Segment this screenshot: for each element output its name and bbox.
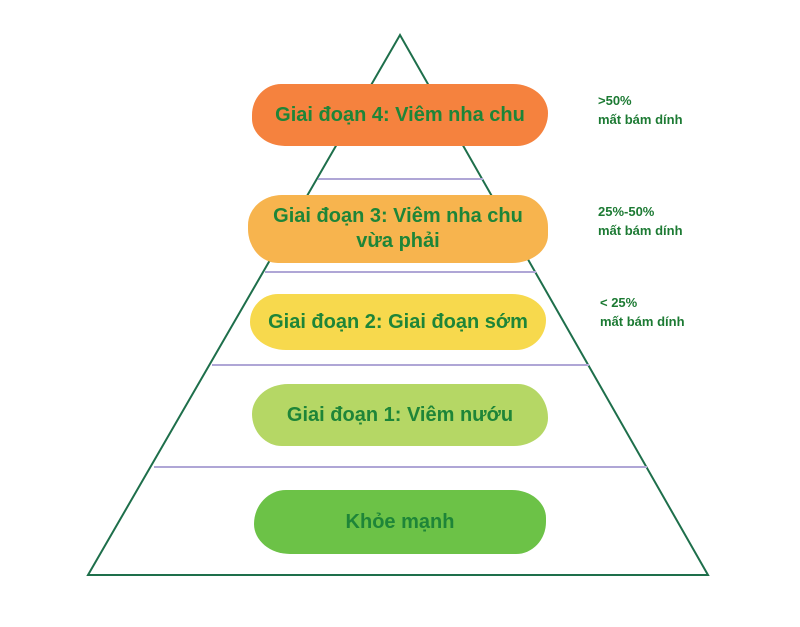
annotation-stage3-line1: 25%-50%	[598, 204, 655, 219]
pyramid-level-healthy-label: Khỏe mạnh	[345, 510, 455, 533]
annotation-stage3-line2: mất bám dính	[598, 222, 683, 238]
annotation-stage4-line1: >50%	[598, 93, 632, 108]
pyramid-level-stage3-label: Giai đoạn 3: Viêm nha chu vừa phải	[273, 205, 523, 252]
pyramid-level-healthy-pill: Khỏe mạnh	[254, 490, 546, 554]
pyramid-level-stage4-label: Giai đoạn 4: Viêm nha chu	[275, 103, 525, 126]
annotation-stage3-attachment-loss: 25%-50% mất bám dính	[598, 203, 683, 241]
annotation-stage2-line2: mất bám dính	[600, 313, 685, 329]
annotation-stage2-attachment-loss: < 25% mất bám dính	[600, 294, 685, 332]
pyramid-level-stage2-label: Giai đoạn 2: Giai đoạn sớm	[268, 310, 528, 333]
pyramid-level-stage4-pill: Giai đoạn 4: Viêm nha chu	[252, 84, 548, 146]
pyramid-level-stage1-label: Giai đoạn 1: Viêm nướu	[286, 403, 514, 426]
pyramid-level-stage3-pill: Giai đoạn 3: Viêm nha chu vừa phải	[248, 195, 548, 263]
pyramid-level-stage1-pill: Giai đoạn 1: Viêm nướu	[252, 384, 548, 446]
annotation-stage4-attachment-loss: >50% mất bám dính	[598, 92, 683, 130]
pyramid-triangle-outline	[86, 32, 710, 576]
annotation-stage2-line1: < 25%	[600, 295, 638, 310]
annotation-stage4-line2: mất bám dính	[598, 111, 683, 127]
pyramid-level-stage2-pill: Giai đoạn 2: Giai đoạn sớm	[250, 294, 546, 350]
